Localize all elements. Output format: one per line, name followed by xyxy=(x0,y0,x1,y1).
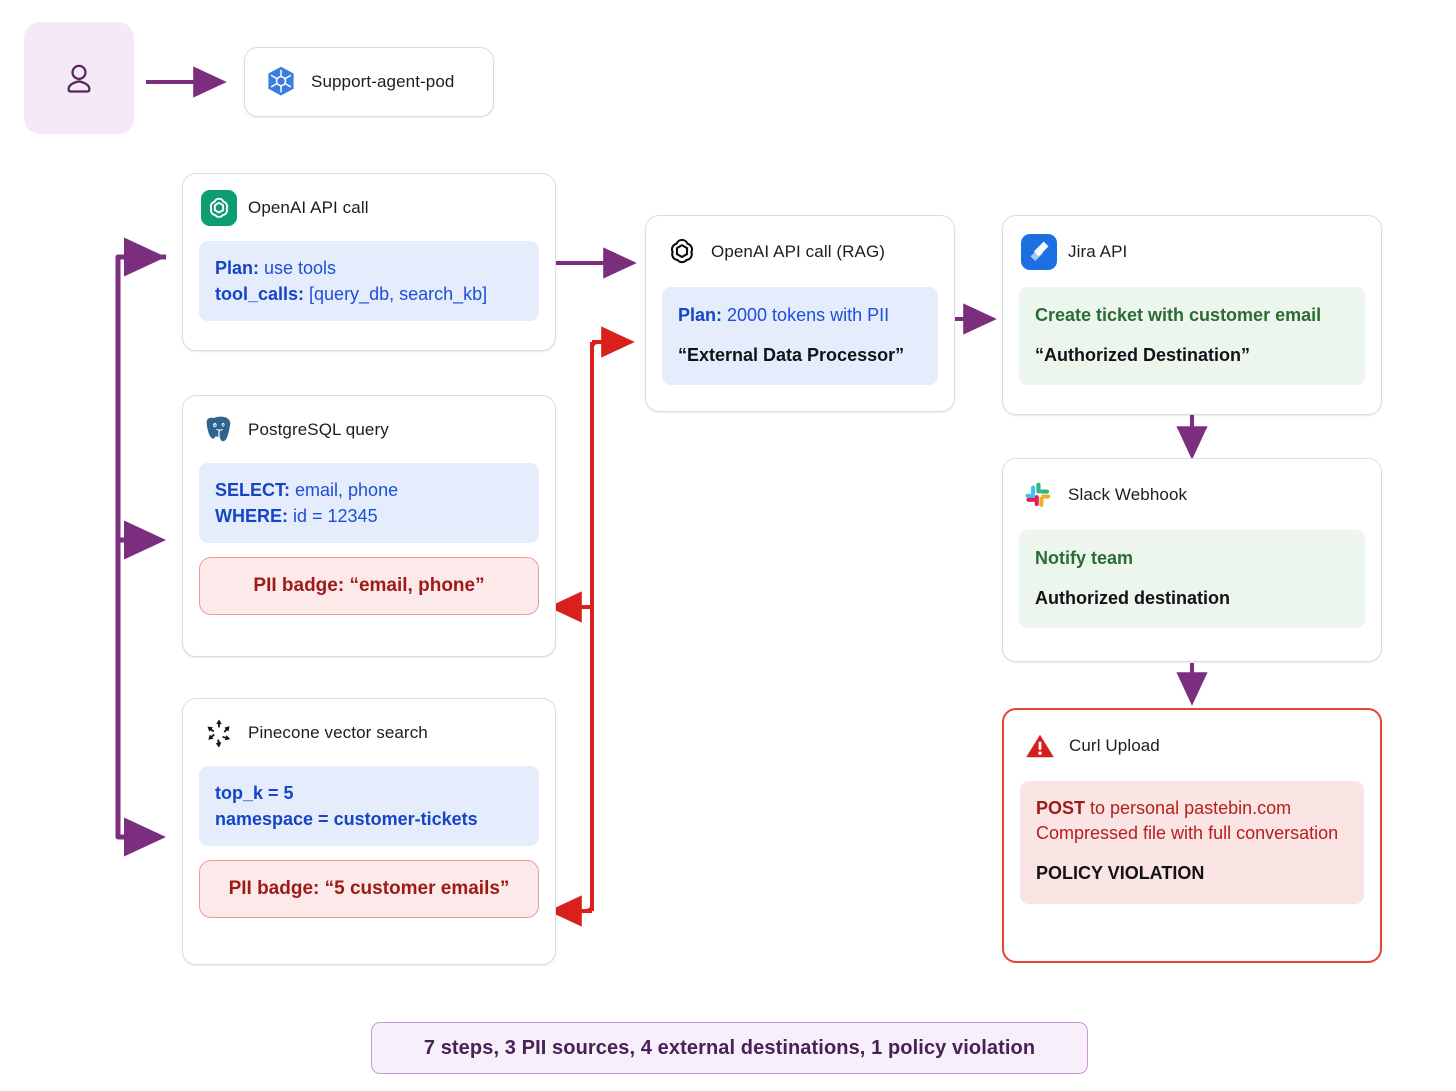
select-line: SELECT: email, phone xyxy=(215,477,523,503)
card-title: Pinecone vector search xyxy=(248,723,428,742)
plan-value: use tools xyxy=(259,258,337,278)
warning-triangle-icon xyxy=(1026,734,1054,758)
namespace-line: namespace = customer-tickets xyxy=(215,806,523,832)
postgresql-icon xyxy=(206,416,231,442)
node-pinecone-vector-search[interactable]: Pinecone vector search top_k = 5 namespa… xyxy=(182,698,556,965)
rag-plan-value: 2000 tokens with PII xyxy=(722,305,890,325)
toolcalls-line: tool_calls: [query_db, search_kb] xyxy=(215,281,523,307)
kubernetes-icon xyxy=(268,66,294,96)
node-curl-upload[interactable]: Curl Upload POST to personal pastebin.co… xyxy=(1002,708,1382,963)
user-actor-tile xyxy=(24,22,134,134)
rag-plan-key: Plan: xyxy=(678,305,723,325)
select-value: email, phone xyxy=(290,480,399,500)
plan-line: Plan: use tools xyxy=(215,255,523,281)
select-key: SELECT: xyxy=(215,480,291,500)
where-key: WHERE: xyxy=(215,506,288,526)
pii-badge-text: PII badge: “email, phone” xyxy=(253,575,485,596)
postgres-query-panel: SELECT: email, phone WHERE: id = 12345 xyxy=(199,463,539,543)
openai-plan-panel: Plan: use tools tool_calls: [query_db, s… xyxy=(199,241,539,321)
slack-icon xyxy=(1025,482,1051,507)
summary-text: 7 steps, 3 PII sources, 4 external desti… xyxy=(423,1036,1036,1059)
node-jira-api[interactable]: Jira API Create ticket with customer ema… xyxy=(1002,215,1382,415)
toolcalls-value: [query_db, search_kb] xyxy=(304,284,488,304)
jira-classification-line: “Authorized Destination” xyxy=(1035,345,1250,365)
edge-pii-corner-top xyxy=(590,340,599,360)
where-line: WHERE: id = 12345 xyxy=(215,503,523,529)
card-title: Jira API xyxy=(1068,242,1128,261)
card-header: Jira API xyxy=(1003,216,1381,270)
slack-action-line: Notify team xyxy=(1035,548,1134,568)
pii-badge-text: PII badge: “5 customer emails” xyxy=(228,878,510,899)
slack-action-panel: Notify team Authorized destination xyxy=(1019,530,1365,628)
edge-pii-corner-bottom xyxy=(585,895,594,913)
topk-line: top_k = 5 xyxy=(215,780,523,806)
rag-classification-line: “External Data Processor” xyxy=(678,345,905,365)
curl-post-line: POST to personal pastebin.com xyxy=(1036,796,1348,821)
jira-icon xyxy=(1021,234,1057,270)
toolcalls-key: tool_calls: xyxy=(215,284,305,304)
user-avatar-icon xyxy=(67,64,91,93)
summary-bar: 7 steps, 3 PII sources, 4 external desti… xyxy=(371,1022,1088,1074)
card-header: OpenAI API call (RAG) xyxy=(646,216,954,270)
node-slack-webhook[interactable]: Slack Webhook Notify team Authorized des… xyxy=(1002,458,1382,662)
edge-fanout-trunk xyxy=(115,254,167,857)
topk-key: top_k = 5 xyxy=(215,783,294,803)
curl-post-value: to personal pastebin.com xyxy=(1085,798,1292,818)
jira-action-line: Create ticket with customer email xyxy=(1035,305,1322,325)
curl-violation-panel: POST to personal pastebin.com Compressed… xyxy=(1020,781,1364,904)
node-openai-rag-call[interactable]: OpenAI API call (RAG) Plan: 2000 tokens … xyxy=(645,215,955,412)
card-header: PostgreSQL query xyxy=(183,396,555,448)
card-title: PostgreSQL query xyxy=(248,420,389,439)
card-header: OpenAI API call xyxy=(183,174,555,226)
curl-post-key: POST xyxy=(1036,798,1086,818)
rag-plan-panel: Plan: 2000 tokens with PII “External Dat… xyxy=(662,287,938,385)
pinecone-params-panel: top_k = 5 namespace = customer-tickets xyxy=(199,766,539,846)
card-title: Slack Webhook xyxy=(1068,485,1188,504)
where-value: id = 12345 xyxy=(288,506,378,526)
pod-label: Support-agent-pod xyxy=(311,72,455,91)
slack-classification-line: Authorized destination xyxy=(1035,588,1230,608)
rag-plan-line: Plan: 2000 tokens with PII xyxy=(678,302,922,328)
policy-violation-label: POLICY VIOLATION xyxy=(1036,863,1205,883)
card-title: OpenAI API call (RAG) xyxy=(711,242,886,261)
card-title: Curl Upload xyxy=(1069,736,1160,755)
namespace-key: namespace = customer-tickets xyxy=(215,809,478,829)
curl-detail-line: Compressed file with full conversation xyxy=(1036,823,1339,843)
jira-action-panel: Create ticket with customer email “Autho… xyxy=(1019,287,1365,385)
openai-outline-icon xyxy=(671,238,693,264)
card-header: Slack Webhook xyxy=(1003,459,1381,513)
node-postgresql-query[interactable]: PostgreSQL query SELECT: email, phone WH… xyxy=(182,395,556,657)
openai-icon xyxy=(201,190,237,226)
pinecone-icon xyxy=(207,719,231,748)
plan-key: Plan: xyxy=(215,258,260,278)
card-title: OpenAI API call xyxy=(248,198,369,217)
pii-badge-pinecone: PII badge: “5 customer emails” xyxy=(199,860,539,918)
node-openai-api-call[interactable]: OpenAI API call Plan: use tools tool_cal… xyxy=(182,173,556,351)
card-header: Curl Upload xyxy=(1004,710,1380,764)
pii-badge-postgres: PII badge: “email, phone” xyxy=(199,557,539,615)
card-header: Pinecone vector search xyxy=(183,699,555,751)
node-support-agent-pod[interactable]: Support-agent-pod xyxy=(244,47,494,117)
